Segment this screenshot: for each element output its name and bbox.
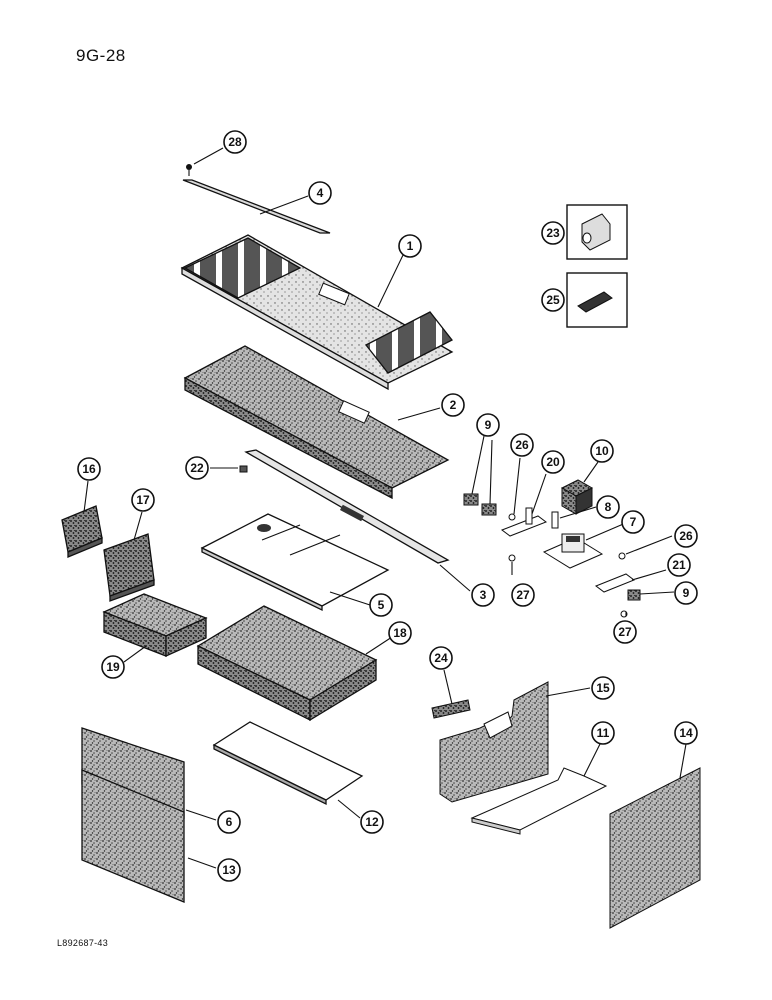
- svg-text:26: 26: [515, 438, 529, 452]
- part-2-insulation: [183, 345, 450, 500]
- svg-text:19: 19: [106, 660, 120, 674]
- svg-text:2: 2: [450, 398, 457, 412]
- part-5-panel: [200, 513, 390, 612]
- callout-4: 4: [308, 181, 332, 205]
- callout-15: 15: [591, 676, 615, 700]
- callout-27b: 27: [613, 620, 637, 644]
- svg-text:16: 16: [82, 462, 96, 476]
- svg-text:14: 14: [679, 726, 693, 740]
- part-9-pads: [463, 493, 497, 516]
- part-4-strip: [182, 179, 331, 234]
- callout-25: 25: [541, 288, 565, 312]
- callout-26: 26: [510, 433, 534, 457]
- callout-13: 13: [217, 858, 241, 882]
- part-26-screw-b: [618, 552, 626, 560]
- callout-12: 12: [360, 810, 384, 834]
- part-12-panel: [212, 721, 364, 806]
- callout-24: 24: [429, 646, 453, 670]
- part-21-plate: [594, 573, 636, 593]
- svg-text:27: 27: [618, 625, 632, 639]
- part-13-pad: [81, 769, 185, 903]
- callout-14: 14: [674, 721, 698, 745]
- svg-text:1: 1: [407, 239, 414, 253]
- callout-23: 23: [541, 221, 565, 245]
- svg-text:27: 27: [516, 588, 530, 602]
- part-7-housing: [542, 533, 604, 569]
- callout-9b: 9: [674, 581, 698, 605]
- callout-9: 9: [476, 413, 500, 437]
- callout-7: 7: [621, 510, 645, 534]
- part-28-screw: [186, 164, 192, 176]
- leader-lines: [83, 147, 687, 869]
- svg-text:17: 17: [136, 493, 150, 507]
- svg-text:24: 24: [434, 651, 448, 665]
- part-10-cube: [560, 479, 594, 515]
- part-15-panel: [439, 681, 549, 803]
- part-1-floor-mat: [180, 234, 454, 391]
- svg-text:8: 8: [605, 500, 612, 514]
- callout-5: 5: [369, 593, 393, 617]
- svg-text:5: 5: [378, 598, 385, 612]
- svg-text:7: 7: [630, 515, 637, 529]
- callout-8: 8: [596, 495, 620, 519]
- part-18-block: [196, 605, 378, 722]
- svg-text:3: 3: [480, 588, 487, 602]
- svg-text:9: 9: [485, 418, 492, 432]
- svg-text:4: 4: [317, 186, 324, 200]
- part-23-detail-box: [566, 204, 628, 260]
- callout-20: 20: [541, 450, 565, 474]
- svg-text:6: 6: [226, 815, 233, 829]
- svg-text:12: 12: [365, 815, 379, 829]
- part-20-bracket: [500, 507, 548, 537]
- callout-21: 21: [667, 553, 691, 577]
- callout-26b: 26: [674, 524, 698, 548]
- svg-text:11: 11: [597, 726, 610, 740]
- callout-16: 16: [77, 457, 101, 481]
- svg-text:10: 10: [595, 444, 609, 458]
- svg-text:21: 21: [672, 558, 686, 572]
- callout-27: 27: [511, 583, 535, 607]
- page-number: 9G-28: [76, 46, 126, 65]
- svg-text:23: 23: [546, 226, 560, 240]
- callout-22: 22: [185, 456, 209, 480]
- callout-19: 19: [101, 655, 125, 679]
- part-26-screw: [508, 513, 516, 521]
- part-16-pad: [61, 505, 103, 558]
- svg-text:9: 9: [683, 586, 690, 600]
- part-8-pin: [551, 511, 559, 529]
- svg-text:15: 15: [596, 681, 610, 695]
- callout-1: 1: [398, 234, 422, 258]
- svg-text:20: 20: [546, 455, 560, 469]
- callout-3: 3: [471, 583, 495, 607]
- part-9-pad-b: [627, 589, 641, 601]
- part-19-block: [102, 593, 208, 658]
- callout-10: 10: [590, 439, 614, 463]
- part-24-strip: [431, 699, 471, 719]
- footer-code: L892687-43: [57, 938, 109, 948]
- callout-28: 28: [223, 130, 247, 154]
- svg-text:25: 25: [546, 293, 560, 307]
- svg-text:26: 26: [679, 529, 693, 543]
- part-17-pad: [103, 533, 155, 602]
- callout-11: 11: [591, 721, 615, 745]
- part-14-pad: [609, 767, 701, 929]
- part-25-detail-box: [566, 272, 628, 328]
- callout-17: 17: [131, 488, 155, 512]
- callout-6: 6: [217, 810, 241, 834]
- svg-text:28: 28: [228, 135, 242, 149]
- part-3-channel: [244, 449, 450, 564]
- callout-2: 2: [441, 393, 465, 417]
- svg-text:13: 13: [222, 863, 236, 877]
- part-22-clip: [239, 465, 248, 473]
- svg-text:18: 18: [393, 626, 407, 640]
- svg-text:22: 22: [190, 461, 204, 475]
- callout-18: 18: [388, 621, 412, 645]
